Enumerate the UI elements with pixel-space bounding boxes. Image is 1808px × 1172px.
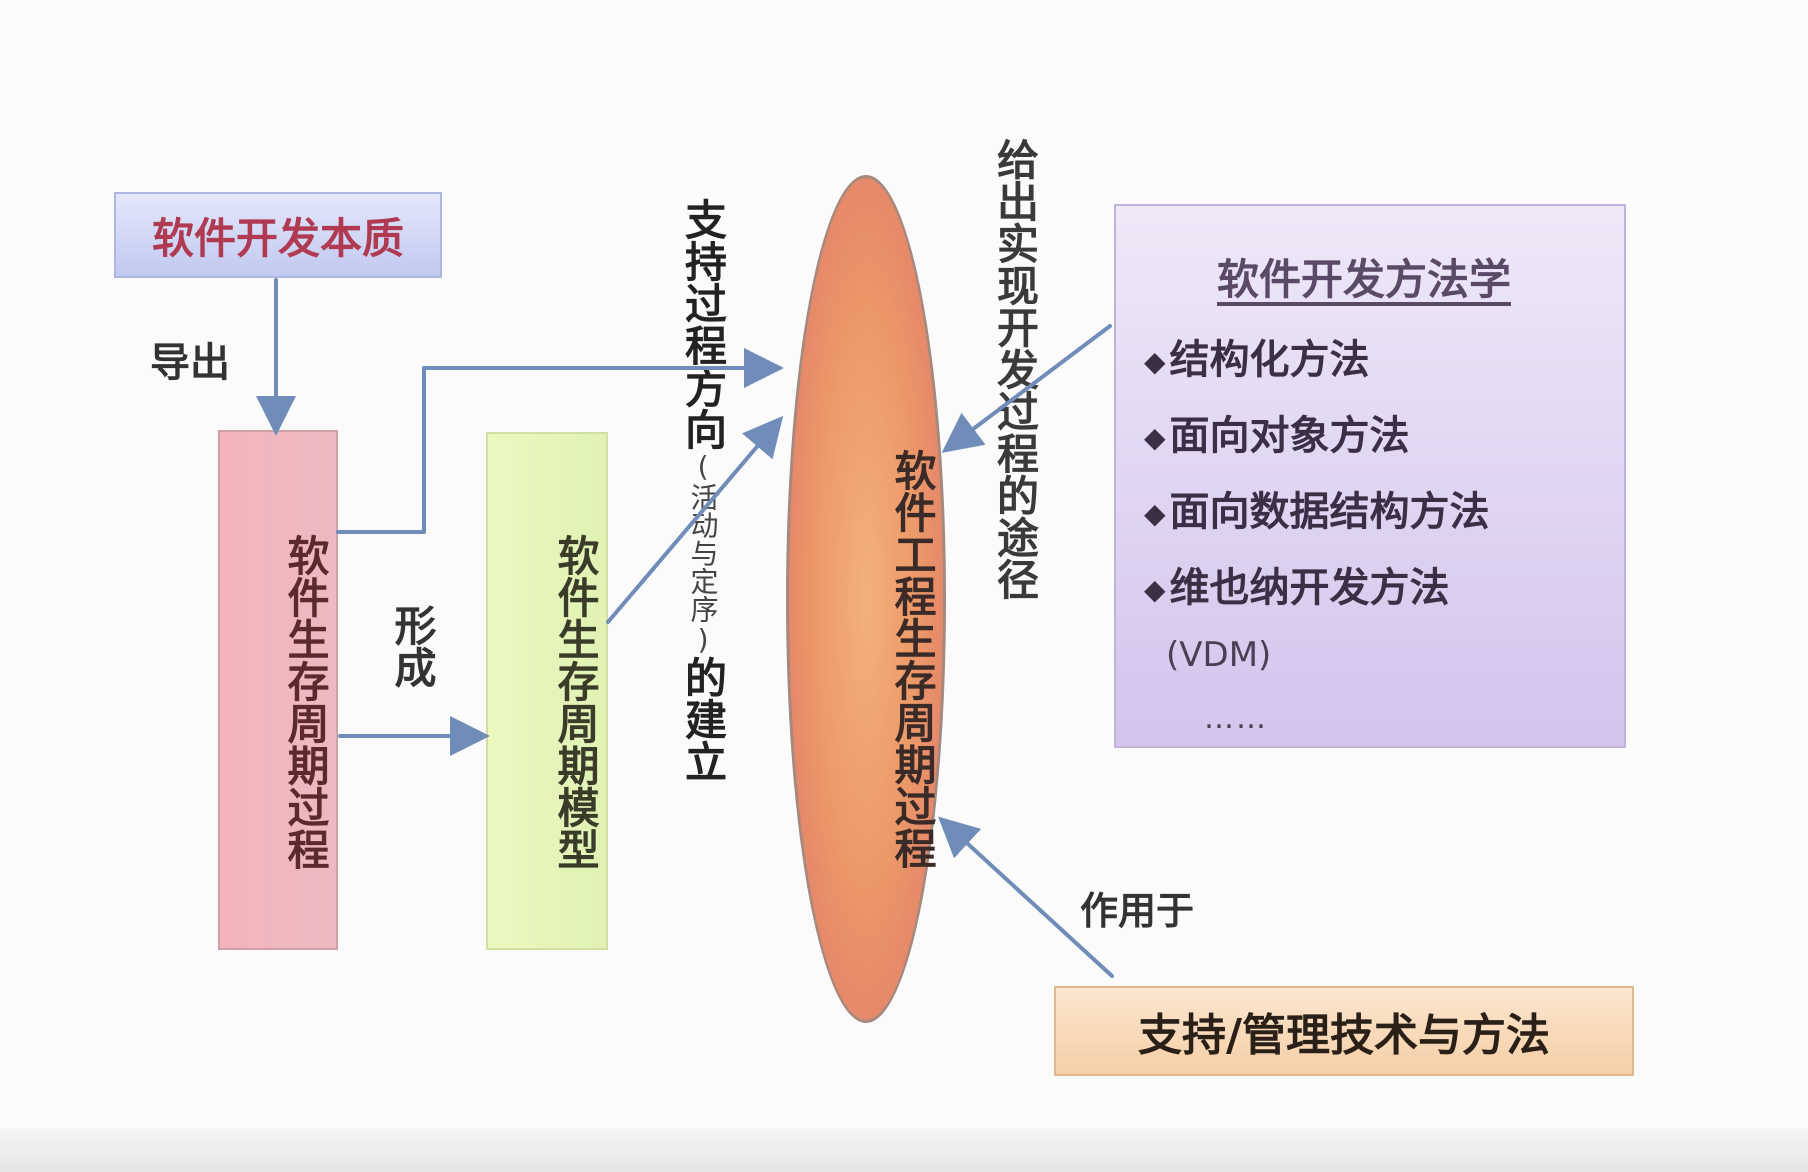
method-item-label: 维也纳开发方法 <box>1169 565 1450 611</box>
engineering-lifecycle-label: 软件工程生存周期过程 <box>888 449 937 869</box>
support-direction-end: 的建立 <box>678 656 728 782</box>
method-item: ◆维也纳开发方法 <box>1144 551 1584 627</box>
diamond-bullet-icon: ◆ <box>1144 345 1166 378</box>
lifecycle-process-box: 软件生存周期过程 <box>218 430 338 950</box>
methodology-title: 软件开发方法学 <box>1216 255 1511 304</box>
methodology-ellipsis: …… <box>1204 701 1268 736</box>
method-item: ◆结构化方法 <box>1144 323 1584 399</box>
essence-label: 软件开发本质 <box>151 213 404 263</box>
lifecycle-model-label: 软件生存周期模型 <box>551 534 600 870</box>
support-to-engineering-arrow <box>938 816 1114 978</box>
method-item-label: 面向数据结构方法 <box>1169 489 1490 535</box>
act-on-label: 作用于 <box>1080 889 1195 933</box>
lifecycle-model-box: 软件生存周期模型 <box>486 432 608 950</box>
bottom-band <box>0 1128 1808 1172</box>
diamond-bullet-icon: ◆ <box>1144 573 1166 606</box>
give-way-label: 给出实现开发过程的途径 <box>990 138 1040 600</box>
support-methods-label: 支持/管理技术与方法 <box>1137 1010 1551 1061</box>
lifecycle-to-engineering-arrow <box>336 348 784 534</box>
method-item-label: 结构化方法 <box>1169 337 1370 383</box>
diamond-bullet-icon: ◆ <box>1144 497 1166 530</box>
methodology-vdm: (VDM) <box>1166 635 1272 675</box>
method-item: ◆面向数据结构方法 <box>1144 475 1584 551</box>
support-direction-label: 支持过程方向(活动与定序)的建立 <box>678 198 728 782</box>
model-to-engineering-arrow <box>606 415 784 624</box>
diamond-bullet-icon: ◆ <box>1144 421 1166 454</box>
engineering-lifecycle-ellipse: 软件工程生存周期过程 <box>786 175 946 1023</box>
form-label: 形成 <box>388 604 437 688</box>
support-direction-paren: (活动与定序) <box>686 450 720 656</box>
support-methods-box: 支持/管理技术与方法 <box>1054 986 1634 1076</box>
software-dev-essence-box: 软件开发本质 <box>114 192 442 278</box>
derive-label: 导出 <box>150 340 230 386</box>
method-item: ◆面向对象方法 <box>1144 399 1584 475</box>
lifecycle-process-label: 软件生存周期过程 <box>281 534 330 870</box>
support-direction-text: 支持过程方向 <box>678 198 728 450</box>
methodology-to-engineering-arrow <box>941 324 1112 453</box>
dev-methodology-box: 软件开发方法学 ◆结构化方法 ◆面向对象方法 ◆面向数据结构方法 ◆维也纳开发方… <box>1114 204 1626 748</box>
method-item-label: 面向对象方法 <box>1169 413 1410 459</box>
